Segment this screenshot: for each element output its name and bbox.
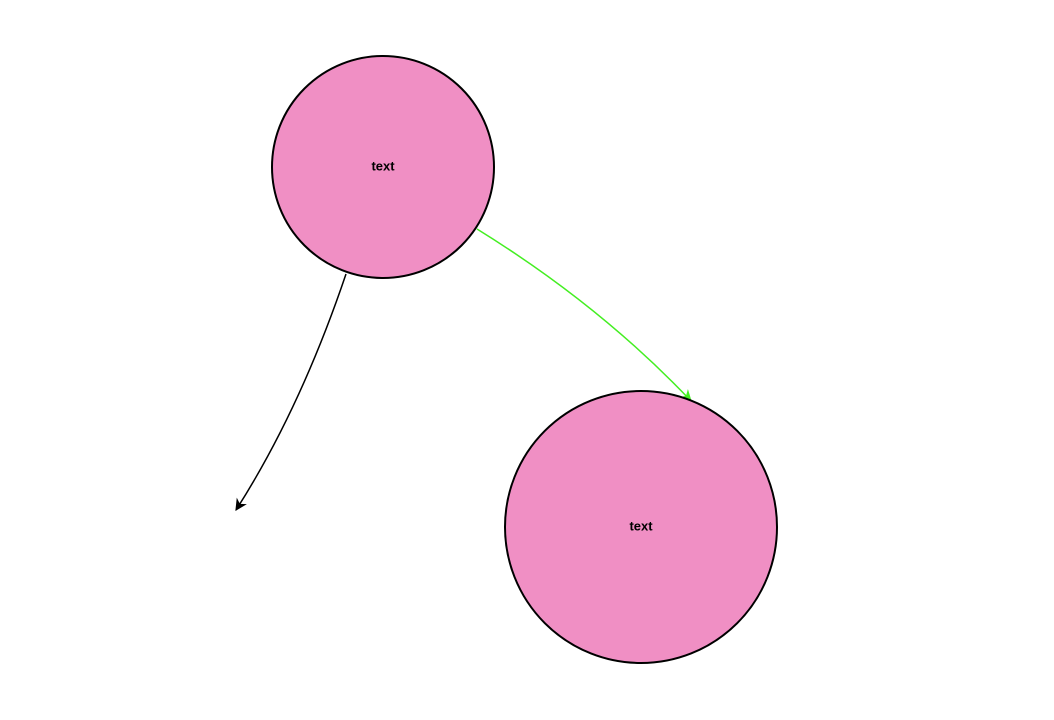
- edge-node1-to-node2[interactable]: [476, 228, 692, 402]
- diagram-node-1[interactable]: text: [271, 55, 495, 279]
- diagram-node-2[interactable]: text: [504, 390, 778, 664]
- edge-node1-to-dangling-end[interactable]: [235, 273, 347, 512]
- node-circle[interactable]: [271, 55, 495, 279]
- node-label: text: [371, 158, 395, 173]
- node-label: text: [629, 518, 653, 533]
- node-circle[interactable]: [504, 390, 778, 664]
